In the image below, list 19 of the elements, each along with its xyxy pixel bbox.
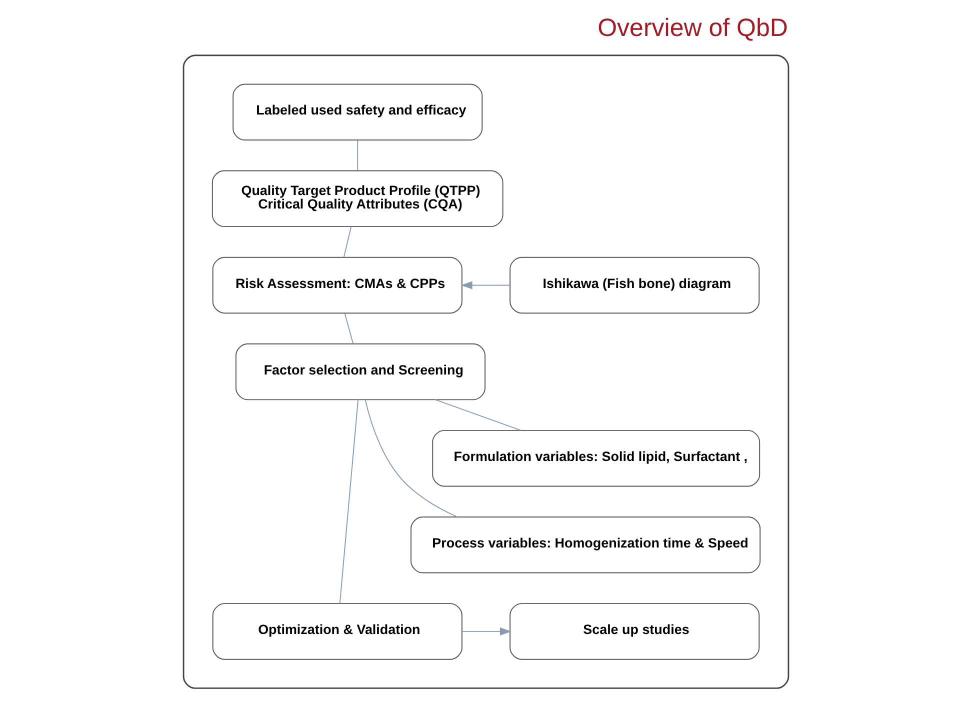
node-box: Scale up studies <box>510 603 760 660</box>
arrow <box>460 281 510 290</box>
diagram-title: Overview of QbD <box>598 14 788 42</box>
connector <box>344 312 354 344</box>
node-box: Risk Assessment: CMAs & CPPs <box>212 256 462 314</box>
connector <box>339 399 359 604</box>
connector <box>364 399 458 518</box>
node-box: Factor selection and Screening <box>235 343 486 400</box>
node-box: Quality Target Product Profile (QTPP) Critical Quality Attributes (CQA) <box>212 170 504 228</box>
node-box: Process variables: Homogenization time & Speed <box>410 516 761 574</box>
connector <box>357 140 358 171</box>
node-box: Labeled used safety and efficacy <box>232 84 483 140</box>
node-box: Optimization & Validation <box>212 603 462 660</box>
node-box: Formulation variables: Solid lipid, Surfactant , <box>432 430 760 487</box>
node-box: Ishikawa (Fish bone) diagram <box>510 256 760 314</box>
cluster <box>182 54 790 689</box>
connector <box>435 399 522 431</box>
connector <box>343 226 352 258</box>
arrow <box>462 627 512 636</box>
